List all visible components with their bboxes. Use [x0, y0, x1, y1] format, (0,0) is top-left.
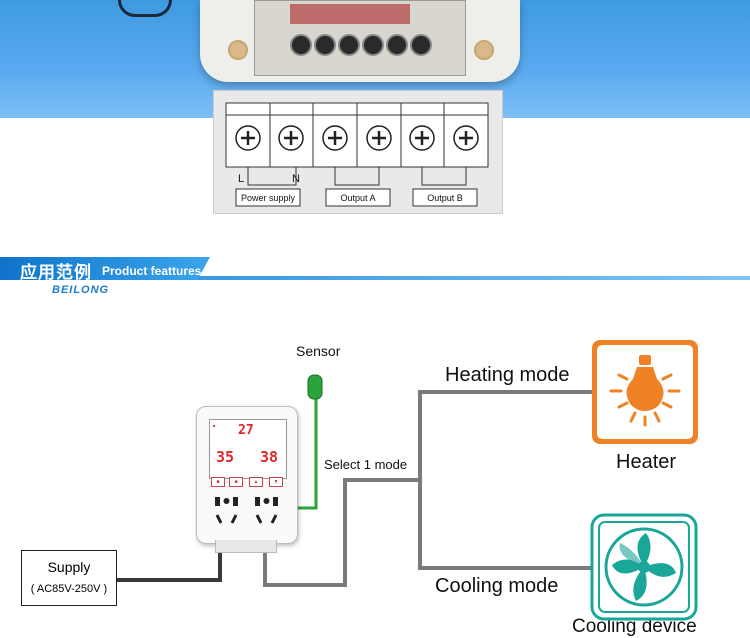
current-temp-readout: 27 [238, 423, 254, 438]
start-temp-readout: 35 [216, 448, 235, 466]
cooling-device-label: Cooling device [572, 616, 697, 637]
power-socket-right [255, 497, 278, 524]
cooling-mode-label: Cooling mode [435, 575, 559, 597]
temperature-controller: 27 ■ 35 38 ■ ■ ▲ ▼ [196, 406, 298, 544]
supply-range: ( AC85V-250V ) [30, 583, 108, 595]
power-socket-left [215, 497, 238, 524]
banner-title-cn: 应用范例 [20, 263, 92, 282]
output-b-label: Output B [427, 193, 463, 203]
heater-label: Heater [616, 451, 677, 473]
select-mode-label: Select 1 mode [324, 457, 408, 472]
lightbulb-icon [592, 340, 698, 444]
wiring-diagram-panel: L N Power supply Output A Output B [213, 90, 503, 214]
sensor-label: Sensor [296, 343, 341, 359]
display-tag: ■ [213, 423, 216, 428]
up-button[interactable]: ▲ [249, 477, 263, 487]
terminal-screw [290, 34, 312, 56]
mode-button[interactable]: ■ [229, 477, 243, 487]
terminal-screw [410, 34, 432, 56]
mount-hole-right [474, 40, 494, 60]
heating-mode-label: Heating mode [445, 364, 570, 386]
terminal-wiring-svg [225, 102, 489, 207]
output-a-label: Output A [340, 193, 376, 203]
down-button[interactable]: ▼ [269, 477, 283, 487]
set-button[interactable]: ■ [211, 477, 225, 487]
terminal-screw [362, 34, 384, 56]
controller-plug [215, 540, 277, 553]
controller-display: 27 ■ 35 38 [209, 419, 287, 479]
terminal-screw [314, 34, 336, 56]
mount-hole-left [228, 40, 248, 60]
supply-box: Supply ( AC85V-250V ) [21, 550, 117, 606]
internal-wires [290, 4, 410, 24]
banner-title-en: Product feattures [102, 264, 202, 278]
terminal-label-l: L [238, 173, 245, 185]
sensor-probe [307, 374, 323, 400]
banner-tag [0, 257, 210, 280]
fan-icon [590, 513, 698, 621]
banner-underline [0, 276, 750, 280]
bulb-graphic [609, 355, 681, 427]
terminal-screw [386, 34, 408, 56]
terminal-screw [338, 34, 360, 56]
terminal-label-n: N [292, 173, 300, 185]
brand-name: BEILONG [52, 284, 110, 296]
stop-temp-readout: 38 [260, 448, 279, 466]
supply-label: Supply [47, 559, 91, 575]
power-supply-label: Power supply [240, 193, 296, 203]
